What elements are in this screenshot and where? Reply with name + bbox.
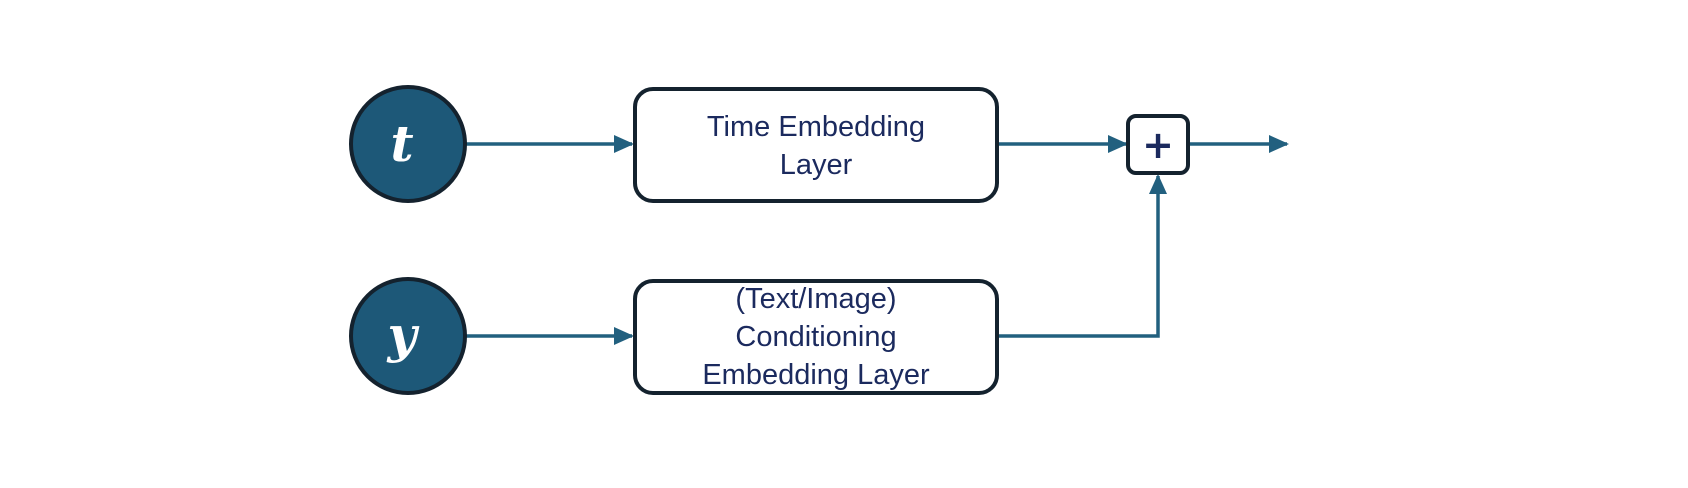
plus-icon: + bbox=[1142, 123, 1174, 167]
sum-node: + bbox=[1126, 114, 1190, 175]
arrow-conditioning-embedding-to-sum bbox=[997, 174, 1167, 338]
input-node-t: t bbox=[349, 85, 467, 203]
time-embedding-layer-box: Time Embedding Layer bbox=[633, 87, 999, 203]
conditioning-embedding-label-line-1: (Text/Image) bbox=[735, 283, 896, 315]
time-embedding-label-line-2: Layer bbox=[780, 149, 853, 181]
conditioning-embedding-label-line-2: Conditioning bbox=[735, 321, 896, 353]
time-embedding-label-line-1: Time Embedding bbox=[707, 111, 925, 143]
conditioning-embedding-label-line-3: Embedding Layer bbox=[702, 359, 930, 391]
input-node-y-label: y bbox=[386, 305, 419, 364]
input-node-t-label: t bbox=[390, 114, 413, 173]
input-node-y: y bbox=[349, 277, 467, 395]
conditioning-embedding-layer-box: (Text/Image) Conditioning Embedding Laye… bbox=[633, 279, 999, 395]
